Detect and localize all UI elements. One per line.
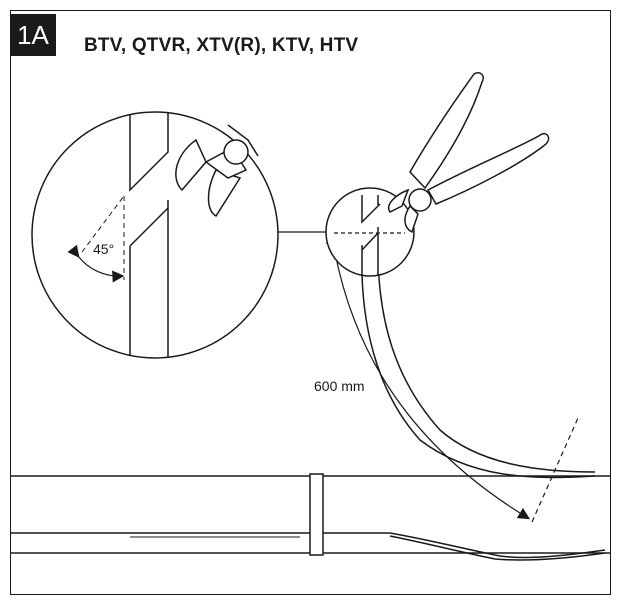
diagram-title: BTV, QTVR, XTV(R), KTV, HTV [84, 35, 359, 56]
diagram-frame [10, 10, 611, 595]
pipe-strap [309, 473, 324, 556]
angle-label: 45° [93, 241, 114, 257]
distance-label: 600 mm [314, 378, 365, 394]
angle-arc [67, 244, 125, 283]
side-cutter-pliers [388, 71, 550, 234]
small-detail-content [361, 195, 381, 276]
cut-reference-line [531, 417, 579, 523]
pliers-jaw-detail [175, 124, 259, 218]
large-detail-content [81, 112, 169, 358]
heating-cable [361, 249, 606, 561]
measurement-arc [332, 241, 531, 520]
step-badge: 1A [10, 14, 56, 56]
